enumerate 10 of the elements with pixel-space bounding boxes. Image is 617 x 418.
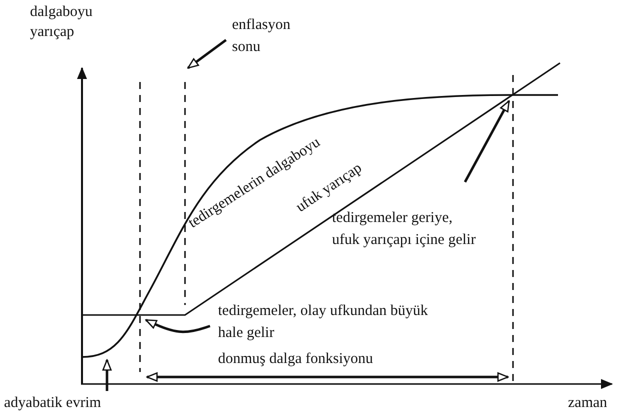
span-label: donmuş dalga fonksiyonu — [218, 350, 374, 369]
axis-label: dalgaboyu yarıçap — [30, 3, 94, 42]
annotation-text: adyabatik evrim — [4, 392, 144, 414]
arrow — [145, 318, 210, 334]
annotation-text: enflasyon sonu — [232, 14, 312, 58]
axis-label: zaman — [568, 394, 608, 413]
arrow — [187, 39, 227, 69]
arrow — [102, 359, 112, 391]
annotation-text: tedirgemeler geriye, ufuk yarıçapı içine gelir — [332, 207, 482, 251]
arrow — [464, 100, 510, 183]
